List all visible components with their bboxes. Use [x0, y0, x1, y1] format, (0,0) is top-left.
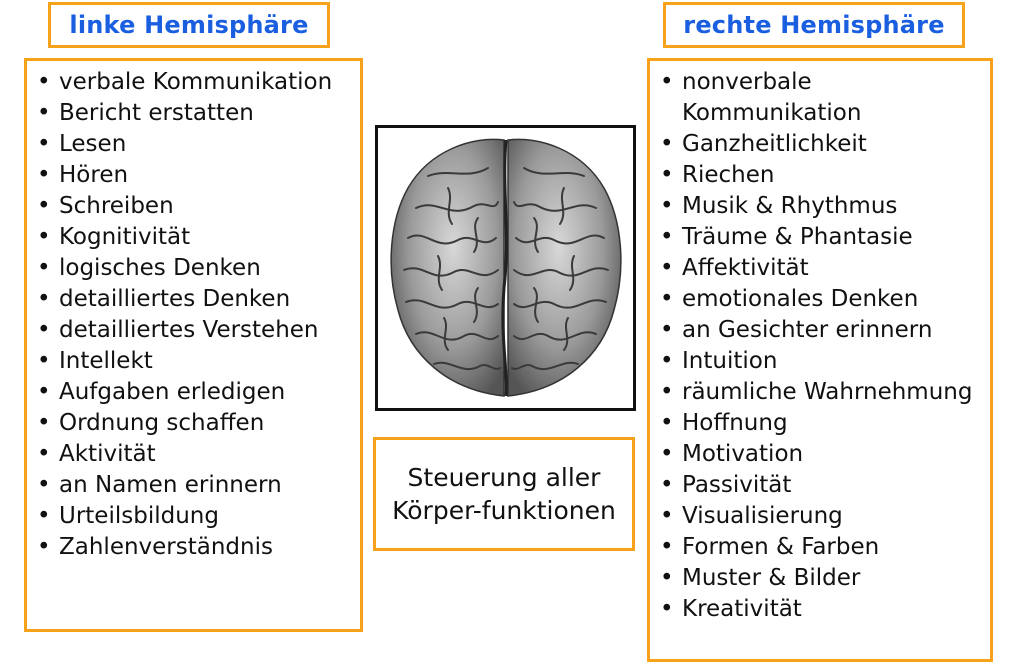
list-item: Hoffnung: [660, 408, 982, 439]
list-item: Motivation: [660, 439, 982, 470]
list-item: Riechen: [660, 160, 982, 191]
list-item: Aufgaben erledigen: [37, 377, 359, 408]
list-item: Affektivität: [660, 253, 982, 284]
left-hemisphere-title-text: linke Hemisphäre: [69, 11, 309, 39]
list-item: Ordnung schaffen: [37, 408, 359, 439]
list-item: Musik & Rhythmus: [660, 191, 982, 222]
brain-icon: [390, 138, 622, 397]
brain-image-frame: [375, 125, 636, 411]
list-item: Visualisierung: [660, 501, 982, 532]
list-item: Intellekt: [37, 346, 359, 377]
center-info-text: Steuerung aller Körper-funktionen: [392, 463, 616, 525]
center-info-box: Steuerung aller Körper-funktionen: [373, 437, 635, 551]
left-hemisphere-list: verbale Kommunikation Bericht erstatten …: [24, 58, 363, 632]
list-item: nonverbale Kommunikation: [660, 67, 982, 129]
right-items: nonverbale Kommunikation Ganzheitlichkei…: [650, 61, 990, 625]
list-item: detailliertes Verstehen: [37, 315, 359, 346]
list-item: an Namen erinnern: [37, 470, 359, 501]
right-hemisphere-title-text: rechte Hemisphäre: [683, 11, 945, 39]
list-item: Lesen: [37, 129, 359, 160]
left-hemisphere-title: linke Hemisphäre: [48, 2, 330, 48]
right-hemisphere-list: nonverbale Kommunikation Ganzheitlichkei…: [647, 58, 993, 662]
list-item: Hören: [37, 160, 359, 191]
list-item: Passivität: [660, 470, 982, 501]
list-item: räumliche Wahrnehmung: [660, 377, 982, 408]
list-item: Intuition: [660, 346, 982, 377]
list-item: verbale Kommunikation: [37, 67, 359, 98]
list-item: detailliertes Denken: [37, 284, 359, 315]
list-item: Zahlenverständnis: [37, 532, 359, 563]
right-hemisphere-title: rechte Hemisphäre: [663, 2, 965, 48]
list-item: Kreativität: [660, 594, 982, 625]
left-items: verbale Kommunikation Bericht erstatten …: [27, 61, 360, 563]
list-item: emotionales Denken: [660, 284, 982, 315]
list-item: Ganzheitlichkeit: [660, 129, 982, 160]
list-item: Schreiben: [37, 191, 359, 222]
list-item: logisches Denken: [37, 253, 359, 284]
list-item: Kognitivität: [37, 222, 359, 253]
list-item: Urteilsbildung: [37, 501, 359, 532]
list-item: Muster & Bilder: [660, 563, 982, 594]
list-item: an Gesichter erinnern: [660, 315, 982, 346]
list-item: Aktivität: [37, 439, 359, 470]
list-item: Formen & Farben: [660, 532, 982, 563]
list-item: Bericht erstatten: [37, 98, 359, 129]
list-item: Träume & Phantasie: [660, 222, 982, 253]
